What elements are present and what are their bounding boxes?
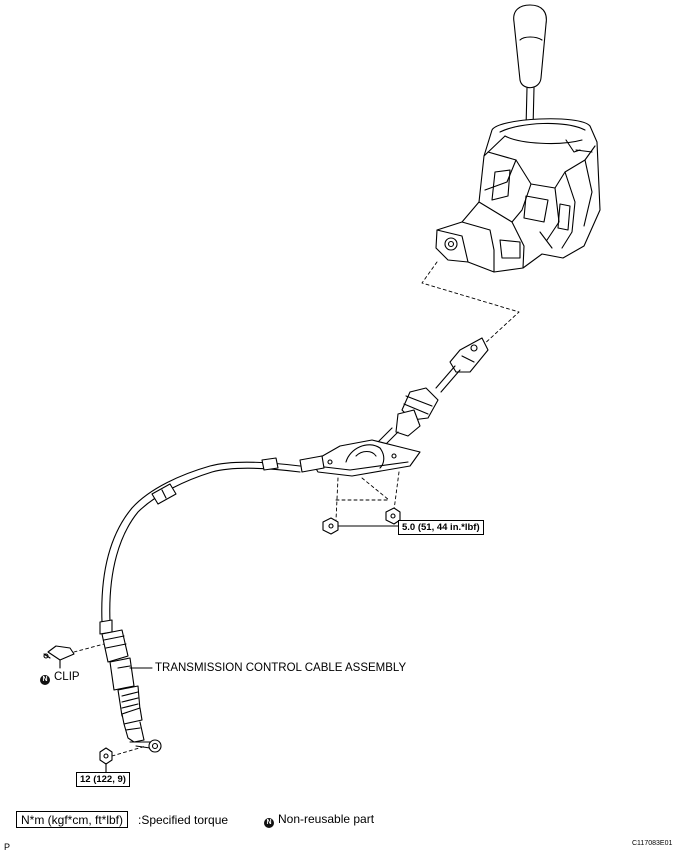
torque-unit-legend-box: N*m (kgf*cm, ft*lbf) [16,811,129,828]
cable-assembly-label: TRANSMISSION CONTROL CABLE ASSEMBLY [155,662,407,674]
clip-label: N CLIP [40,671,80,685]
end-nut-torque-box: 12 (122, 9) [76,772,130,787]
page-letter: P [4,842,11,852]
clip-dashed-line [73,643,105,653]
figure-id: C117083E01 [632,840,673,847]
connection-dashed-line [421,261,520,347]
shift-lever-housing [435,118,601,273]
non-reusable-legend-icon: N [264,818,274,828]
clip-part [43,645,75,661]
shift-lever-knob [513,4,547,129]
non-reusable-legend: N Non-reusable part [264,813,374,828]
non-reusable-icon: N [40,675,50,685]
cable-floor-bracket [299,439,421,477]
cable-end-nut [99,747,113,765]
stud-dashed-lines [335,471,400,521]
bracket-nut-left [322,517,339,535]
non-reusable-legend-text: Non-reusable part [278,812,375,826]
transmission-control-cable [99,457,301,753]
clip-label-text: CLIP [54,671,80,683]
end-nut-dashed-line [111,745,147,757]
torque-legend-description: :Specified torque [138,813,229,827]
cable-upper-end [371,337,489,449]
bracket-nut-torque-box: 5.0 (51, 44 in.*lbf) [398,520,484,535]
